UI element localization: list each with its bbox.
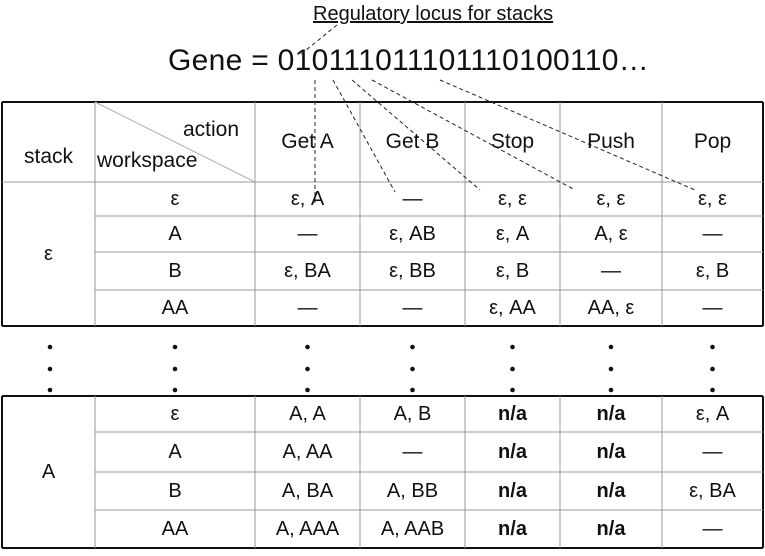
table-cell: ε, A [290, 187, 325, 210]
table-cell: ε, ε [698, 187, 727, 210]
ellipsis-dot [410, 344, 415, 350]
table-cell: ε, BA [284, 259, 331, 282]
table-cell: — [402, 440, 423, 463]
ellipsis-dot [410, 366, 415, 372]
ellipsis-dot [47, 344, 53, 350]
table-cell: A, A [289, 402, 326, 425]
table-cell: A, ε [594, 222, 628, 245]
header-workspace: workspace [97, 149, 198, 172]
regulatory-dashed-line [332, 79, 396, 193]
regulatory-dashed-line [371, 79, 576, 191]
table-cell: n/a [596, 479, 626, 502]
ellipsis-dot [510, 344, 515, 350]
table-cell: ε, ε [498, 187, 527, 210]
table-cell: A, B [393, 402, 432, 425]
header-push: Push [587, 130, 635, 153]
table-cell: ε, AA [489, 296, 536, 319]
header-stack: stack [23, 145, 73, 168]
table-cell: A, AAB [380, 517, 445, 540]
ellipsis-dot [608, 344, 614, 350]
header-pop: Pop [693, 130, 732, 153]
workspace-cell: B [168, 259, 182, 282]
ellipsis-dot [710, 344, 715, 350]
table-cell: ε, B [695, 259, 730, 282]
table-cell: n/a [596, 440, 626, 463]
table-cell: ε, B [495, 259, 530, 282]
corner-diagonal [94, 101, 256, 183]
table-cell: AA, ε [587, 296, 635, 319]
workspace-cell: ε [170, 187, 180, 210]
table-cell: ε, ε [596, 187, 626, 210]
table-cell: — [402, 296, 423, 319]
table-cell: — [402, 187, 423, 210]
workspace-cell: A [168, 440, 182, 463]
ellipsis-dot [305, 344, 310, 350]
regulatory-dashed-line [439, 79, 696, 191]
table-cell: A, AA [282, 440, 333, 463]
table-cell: n/a [498, 517, 527, 540]
header-stop: Stop [490, 130, 535, 153]
ellipsis-dot [47, 387, 53, 393]
ellipsis-dot [608, 366, 614, 372]
workspace-cell: B [168, 479, 182, 502]
table-cell: n/a [498, 440, 527, 463]
table-cell: A, BA [281, 479, 334, 502]
ellipsis-dot [510, 366, 515, 372]
ellipsis-dot [172, 366, 178, 372]
table-cell: ε, BB [389, 259, 436, 282]
stack-label-epsilon: ε [44, 242, 53, 265]
table-cell: — [297, 296, 318, 319]
ellipsis-dot [47, 366, 53, 372]
ellipsis-dot [305, 366, 310, 372]
table-cell: n/a [498, 402, 527, 425]
table-cell: A, AAA [275, 517, 340, 540]
header-get-b: Get B [385, 130, 440, 153]
ellipsis-dot [172, 344, 178, 350]
workspace-cell: A [168, 222, 182, 245]
regulatory-dashed-line [351, 79, 481, 191]
ellipsis-dot [172, 387, 178, 393]
workspace-cell: ε [170, 402, 180, 425]
workspace-cell: AA [161, 517, 189, 540]
ellipsis-dot [510, 387, 515, 393]
locus-pointer-line [299, 24, 338, 56]
table-cell: n/a [498, 479, 527, 502]
workspace-cell: AA [161, 296, 189, 319]
table-cell: — [702, 296, 723, 319]
ellipsis-dot [710, 387, 715, 393]
ellipsis-dot [608, 387, 614, 393]
table-cell: — [702, 517, 723, 540]
header-action: action [183, 118, 240, 141]
table-cell: ε, A [495, 222, 530, 245]
table-cell: — [297, 222, 318, 245]
table-cell: n/a [596, 402, 626, 425]
ellipsis-dot [410, 387, 415, 393]
ellipsis-dot [305, 387, 310, 393]
table-cell: n/a [596, 517, 626, 540]
table-cell: A, BB [386, 479, 439, 502]
table-cell: — [702, 222, 723, 245]
ellipsis-dot [710, 366, 715, 372]
stack-label-a: A [41, 460, 56, 483]
regulatory-locus-label: Regulatory locus for stacks [313, 3, 554, 25]
table-cell: ε, AB [389, 222, 436, 245]
table-cell: ε, BA [689, 479, 736, 502]
table-cell: ε, A [695, 402, 730, 425]
table-cell: — [601, 259, 621, 282]
table-cell: — [702, 440, 723, 463]
gene-string: Gene = 010111011101110100110… [168, 44, 650, 77]
header-get-a: Get A [281, 130, 334, 153]
